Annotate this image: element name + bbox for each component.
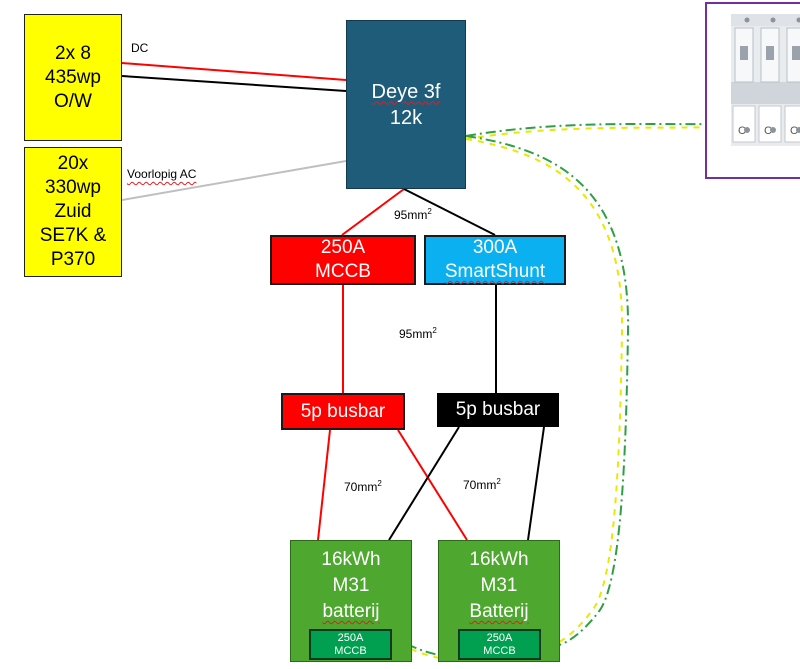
inverter-power: 12k	[389, 106, 423, 129]
ac-array-line: P370	[50, 249, 96, 270]
cable-95-value: 95mm	[394, 208, 428, 222]
ac-provisional-label: Voorlopig AC	[127, 167, 196, 181]
inverter-model: Deye 3f	[371, 80, 441, 103]
cable-70-label-right: 70mm2	[463, 477, 501, 492]
mccb-type: MCCB	[315, 261, 371, 282]
battery-mccb-type: MCCB	[483, 644, 516, 657]
breaker-panel-photo: C C C	[705, 2, 800, 179]
battery-1-mccb: 250A MCCB	[309, 629, 392, 660]
cable-95-label-mid: 95mm2	[399, 326, 437, 341]
battery-label: batterij	[322, 601, 380, 622]
inverter: Deye 3f 12k	[346, 20, 466, 189]
dc-positive-wire	[121, 62, 347, 81]
svg-text:C: C	[764, 125, 772, 137]
ac-solar-array: 20x 330wp Zuid SE7K & P370	[24, 147, 122, 277]
battery-mccb-rating: 250A	[486, 631, 513, 644]
inverter-to-shunt-wire	[403, 188, 496, 236]
dc-array-line: 435wp	[45, 66, 101, 88]
cable-95-label-top: 95mm2	[394, 207, 432, 222]
shunt-rating: 300A	[472, 237, 518, 258]
battery-capacity: 16kWh	[321, 549, 381, 570]
circuit-breakers-image: C C C	[731, 14, 800, 146]
dc-negative-wire	[121, 75, 347, 92]
dc-solar-array: 2x 8 435wp O/W	[24, 14, 122, 141]
ac-wire	[121, 160, 347, 201]
battery-model: M31	[332, 575, 370, 596]
shunt-name: SmartShunt	[444, 261, 546, 282]
ac-array-line: 330wp	[45, 177, 101, 198]
cable-70-exp: 2	[496, 477, 501, 486]
busbar-pos-to-battery2-wire	[397, 429, 468, 541]
battery-mccb-type: MCCB	[334, 644, 367, 657]
cable-95-value: 95mm	[399, 327, 433, 341]
main-mccb: 250A MCCB	[270, 235, 416, 285]
ac-array-line: SE7K &	[39, 225, 107, 246]
dc-array-line: 2x 8	[55, 42, 91, 64]
ac-provisional-text: Voorlopig AC	[127, 167, 197, 181]
ac-array-line: 20x	[57, 153, 89, 174]
mccb-rating: 250A	[320, 237, 366, 258]
negative-busbar: 5p busbar	[437, 393, 559, 427]
battery-mccb-rating: 250A	[337, 631, 364, 644]
svg-text:C: C	[790, 125, 798, 137]
cable-70-label-left: 70mm2	[344, 479, 382, 494]
cable-70-exp: 2	[377, 479, 382, 488]
cable-70-value: 70mm	[344, 480, 378, 494]
dc-label: DC	[131, 41, 149, 55]
busbar-neg-to-battery2-wire	[527, 426, 545, 541]
smartshunt: 300A SmartShunt	[424, 235, 566, 285]
busbar-neg-to-battery1-wire	[388, 426, 460, 541]
inverter-to-mccb-wire	[341, 188, 405, 236]
battery-model: M31	[480, 575, 518, 596]
svg-text:C: C	[738, 125, 746, 137]
battery-capacity: 16kWh	[469, 549, 529, 570]
battery-label: Batterij	[469, 601, 529, 622]
positive-busbar-label: 5p busbar	[300, 400, 386, 422]
negative-busbar-label: 5p busbar	[455, 399, 541, 420]
dc-array-line: O/W	[54, 90, 92, 112]
earth-wire-to-panel	[465, 123, 716, 140]
cable-70-value: 70mm	[463, 478, 497, 492]
cable-95-exp: 2	[432, 326, 437, 335]
busbar-pos-to-battery1-wire	[317, 429, 331, 541]
positive-busbar: 5p busbar	[281, 393, 405, 430]
ac-array-line: Zuid	[54, 201, 92, 222]
battery-2-mccb: 250A MCCB	[458, 629, 541, 660]
cable-95-exp: 2	[427, 207, 432, 216]
